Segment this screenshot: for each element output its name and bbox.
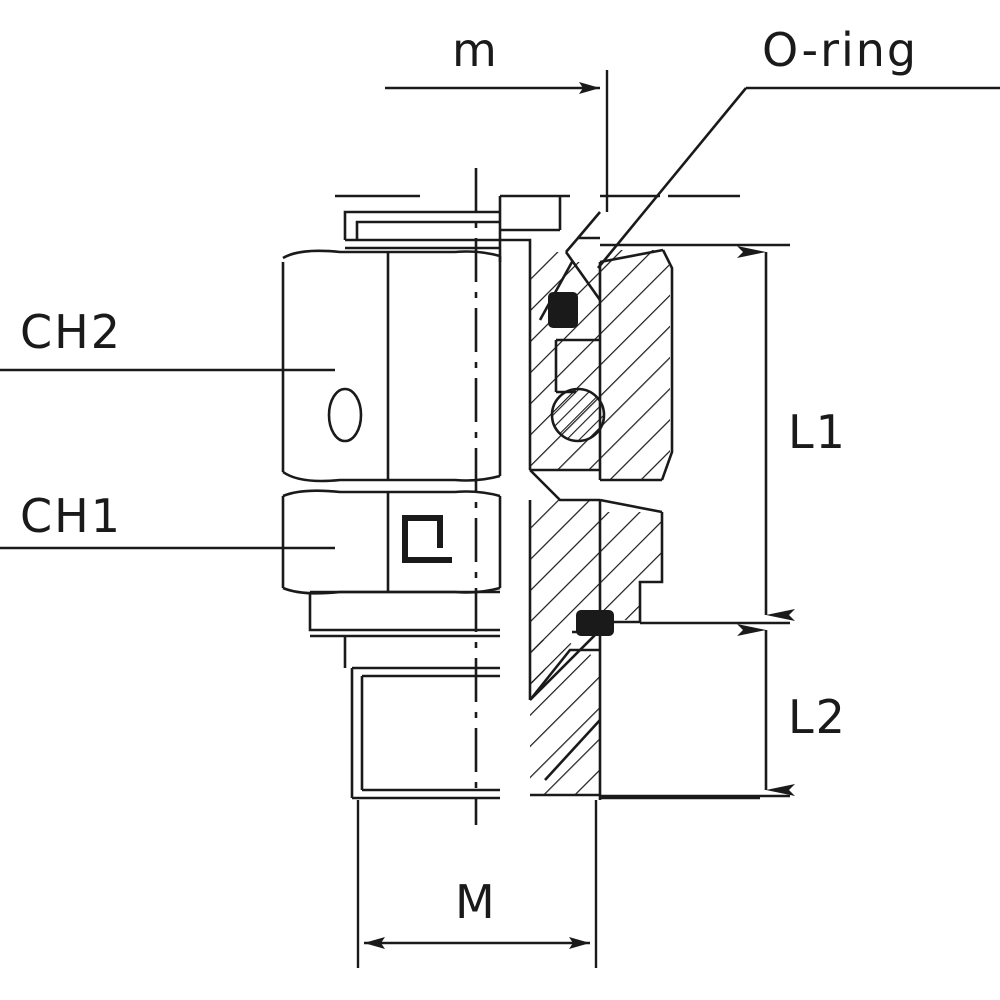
dimension-lines [364, 82, 795, 949]
seal-block-lower [576, 610, 614, 636]
o-ring-label: O-ring [762, 23, 918, 77]
o-ring-element [550, 387, 606, 443]
fitting-outline [281, 194, 760, 800]
section-right-lower [600, 512, 664, 624]
collar-inner-left [355, 220, 500, 240]
ch1-label: CH1 [20, 489, 122, 543]
ch2-bore-marking [327, 387, 363, 443]
collar-band [308, 592, 500, 632]
hex-ch1-top-curve [282, 489, 501, 498]
m-top-label: m [452, 23, 499, 77]
hex-ch2-top-curve [282, 249, 501, 260]
hex-ch2-bottom-curve [282, 470, 501, 483]
seal-block-upper [548, 292, 578, 328]
ch2-label: CH2 [20, 305, 122, 359]
m-bottom-label: M [455, 875, 497, 929]
sealing-cone [529, 469, 600, 502]
leader-oring-diagonal [596, 87, 748, 269]
leader-lines [0, 86, 1000, 550]
section-right-profile [660, 249, 674, 481]
l2-label: L2 [788, 690, 847, 744]
collar-top-left [343, 210, 500, 240]
extension-lines [356, 70, 790, 968]
ch1-marking [402, 515, 452, 563]
detail-blocks [548, 292, 614, 636]
l1-label: L1 [788, 405, 847, 459]
